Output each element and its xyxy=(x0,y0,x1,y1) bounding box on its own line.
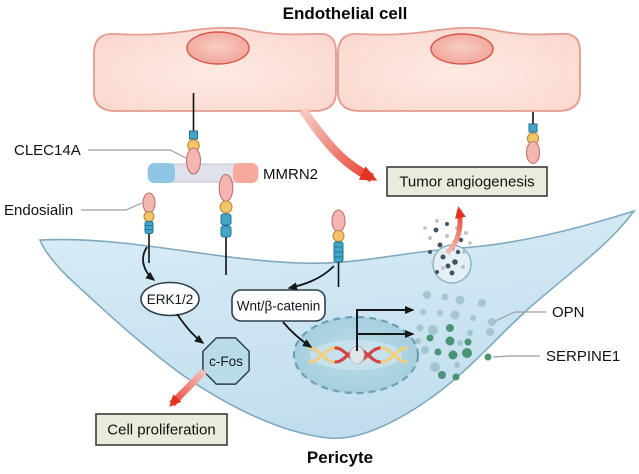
molecule-dot xyxy=(438,371,446,379)
molecule-dot xyxy=(441,266,445,270)
endosialin-receptor-icon xyxy=(331,209,346,263)
molecule-dot xyxy=(426,334,434,342)
erk-node: ERK1/2 xyxy=(140,281,200,317)
molecule-dot xyxy=(435,219,439,223)
molecule-dot xyxy=(470,315,476,321)
arrow-vesicle-to-angiogenesis xyxy=(445,206,466,255)
molecule-dot xyxy=(448,350,458,360)
molecule-dot xyxy=(428,325,438,335)
cell-proliferation-box: Cell proliferation xyxy=(95,413,228,446)
wnt-node: Wnt/β-catenin xyxy=(231,289,326,322)
pericyte-nucleus xyxy=(292,306,420,395)
endosialin-receptor-icon xyxy=(142,192,156,234)
molecule-dot xyxy=(450,310,460,320)
label-lines xyxy=(81,149,546,358)
arrow-erk-to-cfos xyxy=(176,313,205,344)
molecule-dot xyxy=(458,237,464,243)
serpine1-callout-line xyxy=(492,355,540,358)
endothelial-nucleus-icon xyxy=(186,31,250,65)
molecule-dot xyxy=(445,222,449,226)
molecule-dot xyxy=(486,328,494,336)
molecule-dot xyxy=(455,295,465,305)
molecule-dot xyxy=(457,340,463,346)
molecule-dot xyxy=(462,250,466,254)
molecule-dot xyxy=(452,259,458,265)
molecule-dot xyxy=(416,324,424,332)
molecule-dot xyxy=(431,260,435,264)
molecule-dot xyxy=(464,231,468,235)
molecule-dot xyxy=(428,236,432,240)
molecule-dot xyxy=(445,263,451,269)
cfos-node: c-Fos xyxy=(202,337,250,385)
arrow-cells-to-angiogenesis xyxy=(299,107,378,183)
arrow-endosialin-to-wnt xyxy=(287,265,335,291)
wnt-label: Wnt/β-catenin xyxy=(237,299,321,314)
opn-secreted-dots xyxy=(415,291,496,372)
transcription-arrow-icon xyxy=(356,306,415,351)
mmrn2-label: MMRN2 xyxy=(263,166,318,183)
molecule-dot xyxy=(468,241,472,245)
clec14a-callout-line xyxy=(88,149,187,159)
mmrn2-cap-left xyxy=(148,163,175,183)
cell-proliferation-label: Cell proliferation xyxy=(107,422,215,439)
endothelial-cell-left xyxy=(93,26,337,112)
molecule-dot xyxy=(467,330,473,336)
molecule-dot xyxy=(440,254,446,260)
molecule-dot xyxy=(433,227,439,233)
receptor-stems xyxy=(148,93,534,287)
cfos-label: c-Fos xyxy=(209,354,243,369)
molecule-dot xyxy=(421,346,429,354)
molecule-dot xyxy=(445,336,455,346)
tumor-angiogenesis-label: Tumor angiogenesis xyxy=(399,174,534,191)
signal-arrows xyxy=(142,246,335,348)
molecule-dot xyxy=(445,234,449,238)
molecule-dot xyxy=(423,291,431,299)
molecule-dot xyxy=(441,293,449,301)
molecule-dot xyxy=(488,318,496,326)
molecule-dot xyxy=(478,299,486,307)
mmrn2-complex-icon xyxy=(147,163,259,183)
endosialin-label: Endosialin xyxy=(4,202,73,219)
endothelial-nucleus-icon xyxy=(430,33,494,65)
molecule-dot xyxy=(437,310,443,316)
molecule-dot xyxy=(452,373,460,381)
opn-label: OPN xyxy=(552,304,585,321)
endothelial-cell-title: Endothelial cell xyxy=(283,4,408,23)
pericyte-title: Pericyte xyxy=(307,448,373,467)
molecule-dot xyxy=(420,309,426,315)
arrow-cfos-to-proliferation xyxy=(169,368,207,407)
arrow-endosialin-to-erk xyxy=(142,246,156,281)
opn-callout-line xyxy=(494,311,546,322)
endosialin-receptor-icon xyxy=(218,173,234,238)
arrow-wnt-to-nucleus xyxy=(282,321,313,348)
erk-label: ERK1/2 xyxy=(147,292,194,307)
mmrn2-cap-right xyxy=(233,163,258,183)
clec14a-label: CLEC14A xyxy=(14,142,81,159)
endosialin-callout-line xyxy=(81,202,143,211)
clec14a-receptor-icon xyxy=(525,123,541,165)
molecule-dot xyxy=(415,338,421,344)
endothelial-cell-right xyxy=(337,26,581,112)
molecule-dot xyxy=(446,324,454,332)
molecule-dot xyxy=(428,250,432,254)
molecule-dot xyxy=(423,226,427,230)
molecule-dot xyxy=(437,242,443,248)
molecule-dot xyxy=(464,338,472,346)
serpine1-secreted-dots xyxy=(426,324,492,381)
molecule-dot xyxy=(484,353,492,361)
molecule-dot xyxy=(449,270,455,276)
molecule-dot xyxy=(435,270,439,274)
tumor-angiogenesis-box: Tumor angiogenesis xyxy=(386,166,548,197)
clec14a-receptor-icon xyxy=(185,130,202,175)
molecule-dot xyxy=(462,348,472,358)
molecule-dot xyxy=(461,265,465,269)
molecule-dot xyxy=(430,362,440,372)
molecule-dot xyxy=(455,249,461,255)
serpine1-label: SERPINE1 xyxy=(546,348,620,365)
molecule-dot xyxy=(454,362,460,368)
molecule-dot xyxy=(434,348,442,356)
